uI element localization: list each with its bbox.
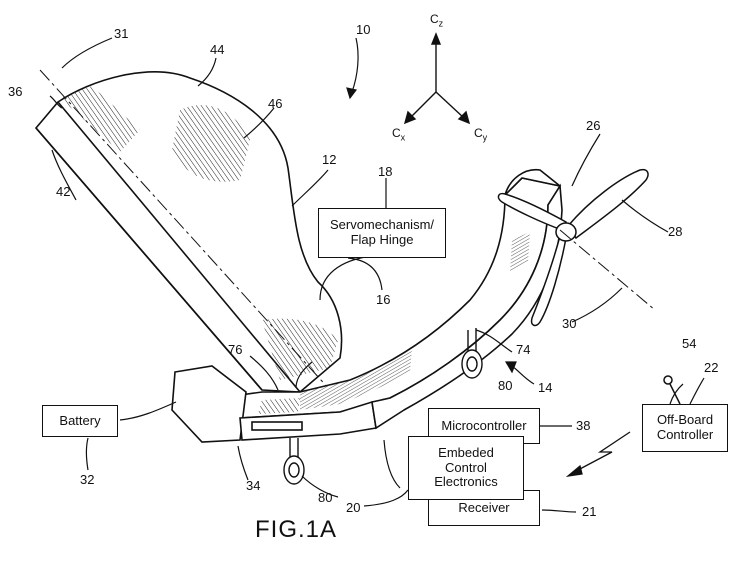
figure-label: FIG.1A	[255, 516, 338, 543]
ref-38: 38	[576, 418, 591, 433]
ref-42: 42	[56, 184, 71, 199]
ref-26: 26	[586, 118, 601, 133]
ref-16: 16	[376, 292, 391, 307]
axis-label-x: Cx	[392, 126, 406, 143]
ref-28: 28	[668, 224, 683, 239]
servomechanism-box: Servomechanism/ Flap Hinge	[318, 208, 446, 258]
ref-32: 32	[80, 472, 95, 487]
coordinate-axes	[403, 32, 471, 125]
fuselage-shade-right	[510, 232, 530, 272]
ref-21: 21	[582, 504, 597, 519]
wing-outline	[34, 71, 343, 393]
ref-30: 30	[562, 316, 577, 331]
ref-22: 22	[704, 360, 719, 375]
wing-shade-mid	[172, 105, 250, 182]
wing-leading-edge	[35, 127, 263, 391]
ref-80-front: 80	[318, 490, 333, 505]
wireless-signal-icon	[565, 431, 631, 477]
ref-18: 18	[378, 164, 393, 179]
ref-46: 46	[268, 96, 283, 111]
fuselage-shade	[300, 348, 412, 410]
embedded-label-line3: Electronics	[434, 474, 498, 490]
fuselage-tail-cap	[504, 169, 561, 196]
fuselage-front-face	[171, 365, 247, 443]
ref-31: 31	[114, 26, 129, 41]
propeller-blade-lower	[530, 235, 567, 327]
servo-label-line2: Flap Hinge	[350, 232, 414, 247]
ref-20: 20	[346, 500, 361, 515]
ref-12: 12	[322, 152, 337, 167]
propeller-hub	[555, 222, 577, 242]
front-wheel	[283, 438, 305, 485]
wing-shade-low	[262, 318, 338, 380]
ref-34: 34	[246, 478, 261, 493]
rear-wheel	[461, 328, 483, 379]
wing-shade-top	[60, 86, 140, 152]
ref-14: 14	[538, 380, 553, 395]
ref-80-rear: 80	[498, 378, 513, 393]
servo-label-line1: Servomechanism/	[329, 217, 435, 233]
leader-lines	[49, 37, 705, 513]
axis-label-y: Cy	[474, 126, 488, 143]
axis-label-z: Cz	[430, 12, 444, 29]
embedded-label-line1: Embeded	[438, 444, 494, 460]
ref-74: 74	[516, 342, 531, 357]
wing	[34, 71, 343, 393]
battery-label: Battery	[59, 412, 101, 428]
fuselage-slot	[251, 421, 303, 431]
embedded-control-electronics-box: Embeded Control Electronics	[408, 436, 524, 500]
offboard-label-line2: Controller	[656, 427, 714, 442]
battery-box: Battery	[42, 405, 118, 437]
offboard-label-line1: Off-Board	[656, 412, 714, 428]
axis-line-30	[559, 229, 656, 311]
propeller-blade-left	[497, 192, 567, 231]
receiver-label: Receiver	[458, 499, 510, 515]
joystick-icon	[663, 375, 681, 405]
embedded-label-line2: Control	[445, 459, 487, 475]
propeller-blade-upper	[567, 168, 649, 240]
off-board-controller-box: Off-Board Controller	[642, 404, 728, 452]
ref-36: 36	[8, 84, 23, 99]
wing-edge-inner	[57, 101, 301, 393]
ref-44: 44	[210, 42, 225, 57]
fuselage-shade-left	[258, 398, 300, 414]
ref-10: 10	[356, 22, 371, 37]
propeller	[497, 168, 649, 327]
ref-54: 54	[682, 336, 697, 351]
ref-76: 76	[228, 342, 243, 357]
axis-line-31	[39, 69, 331, 391]
microcontroller-label: Microcontroller	[441, 417, 527, 433]
